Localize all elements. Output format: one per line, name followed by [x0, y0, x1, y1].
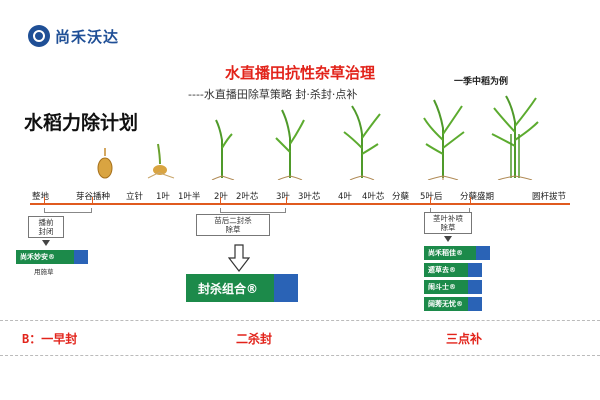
arrow-down-icon: [444, 236, 452, 242]
plan-title: 水稻力除计划: [24, 112, 139, 134]
timeline-tick: [92, 197, 93, 204]
strategy-step-3: 三点补: [446, 332, 483, 346]
stage-label: 3叶: [276, 192, 290, 202]
product-spot: 阔莠无忧®: [424, 297, 482, 311]
brand-logo: 尚禾沃达: [28, 22, 119, 50]
note-line: 苗后二封杀: [214, 216, 252, 225]
stage-label: 芽谷播种: [76, 192, 111, 202]
arrow-down-icon: [42, 240, 50, 246]
product-label: 闹斗士®: [424, 280, 468, 294]
product-early: 尚禾妙安®: [16, 250, 88, 264]
seedling-kill-note: 苗后二封杀 除草: [196, 214, 270, 236]
note-line: 封闭: [38, 227, 54, 236]
product-label: 尚禾稻佳®: [424, 246, 476, 260]
note-line: 茎叶补喷: [433, 214, 463, 223]
note-line: 除草: [225, 225, 241, 234]
seedling-2leaf-icon: [211, 119, 235, 180]
product-accent: [476, 246, 490, 260]
example-note: 一季中稻为例: [454, 77, 509, 87]
page-subtitle: ----水直播田除草策略 封·杀封·点补: [188, 88, 358, 101]
stage-label: 5叶后: [420, 192, 443, 202]
stage-label: 1叶: [156, 192, 170, 202]
product-label: 阔莠无忧®: [424, 297, 468, 311]
product-accent: [468, 263, 482, 277]
product-spot: 尚禾稻佳®: [424, 246, 490, 260]
note-line: 除草: [440, 223, 456, 232]
product-spot: 闹斗士®: [424, 280, 482, 294]
page-title: 水直播田抗性杂草治理: [224, 64, 375, 82]
stage-label: 圆杆拔节: [532, 192, 567, 202]
sprout-icon: [147, 143, 175, 179]
presow-seal-note: 播前 封闭: [28, 216, 64, 238]
product-accent: [468, 280, 482, 294]
brand-mark-icon: [28, 25, 50, 47]
stage-label: 3叶芯: [298, 192, 321, 202]
stage-label: 4叶芯: [362, 192, 385, 202]
product-label: 封杀组合®: [186, 274, 274, 302]
stage-label: 分蘖盛期: [460, 192, 495, 202]
timeline-tick: [220, 197, 221, 204]
seedling-3leaf-icon: [275, 109, 305, 180]
strategy-step-2: 二杀封: [236, 332, 273, 346]
stage-label: 4叶: [338, 192, 352, 202]
product-accent: [468, 297, 482, 311]
timeline-tick: [286, 197, 287, 204]
product-kill: 封杀组合®: [186, 274, 298, 302]
timeline-tick: [430, 197, 431, 204]
strategy-band: [0, 320, 600, 356]
big-arrow-down-icon: [228, 244, 250, 272]
product-early-sub: 用施草: [34, 268, 54, 276]
product-accent: [274, 274, 298, 302]
stage-label: 立针: [126, 192, 144, 202]
timeline-tick: [470, 197, 471, 204]
sowing-bracket: [44, 208, 92, 213]
timeline-tick: [44, 197, 45, 204]
strategy-step-1: B：一早封: [22, 332, 78, 346]
stage-label: 整地: [32, 192, 50, 202]
stage-label: 2叶芯: [236, 192, 259, 202]
product-accent: [74, 250, 88, 264]
seed-icon: [97, 148, 113, 179]
tillering-plant-icon: [423, 99, 465, 180]
product-label: 尚禾妙安®: [16, 250, 74, 264]
brand-name: 尚禾沃达: [55, 27, 120, 46]
growth-timeline: [30, 203, 570, 205]
note-line: 播前: [38, 218, 54, 227]
seedling-4leaf-icon: [343, 105, 381, 180]
spot-spray-note: 茎叶补喷 除草: [424, 212, 472, 234]
tillering-peak-plant-icon: [491, 95, 539, 180]
stage-label: 分蘖: [392, 192, 410, 202]
stage-label: 1叶半: [178, 192, 201, 202]
product-label: 遁草去®: [424, 263, 468, 277]
seedling-bracket: [220, 208, 286, 213]
product-spot: 遁草去®: [424, 263, 482, 277]
